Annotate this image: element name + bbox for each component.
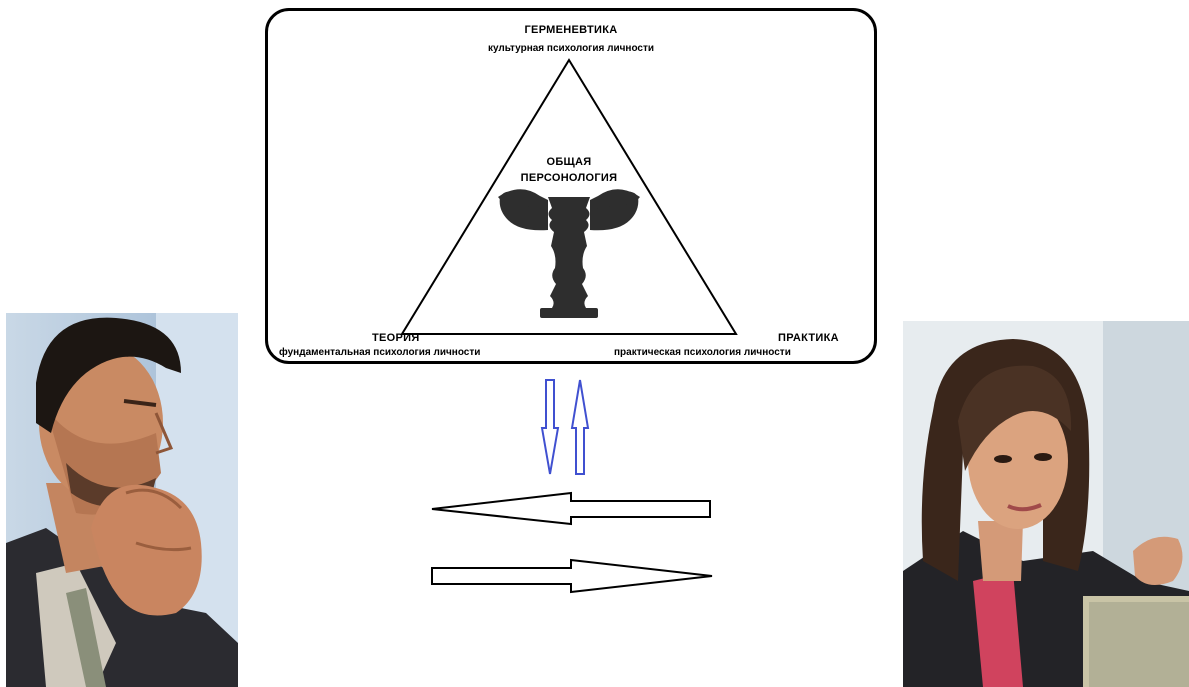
hermeneutics-title: ГЕРМЕНЕВТИКА [524,24,618,36]
practice-title: ПРАКТИКА [778,332,839,344]
woman-listening-photo [903,321,1189,687]
hermeneutics-subtitle: культурная психология личности [487,43,655,54]
up-arrow [570,379,590,475]
theory-title: ТЕОРИЯ [372,332,420,344]
right-arrow [431,558,713,594]
personology-triangle [400,58,738,335]
practice-subtitle: практическая психология личности [614,347,791,358]
left-arrow [431,491,711,526]
psi-face-vase-icon [498,189,640,318]
center-title-line2: ПЕРСОНОЛОГИЯ [520,172,618,184]
down-arrow [540,379,560,475]
man-thinking-photo [6,313,238,687]
theory-subtitle: фундаментальная психология личности [279,347,481,358]
center-title-line1: ОБЩАЯ [546,156,592,168]
